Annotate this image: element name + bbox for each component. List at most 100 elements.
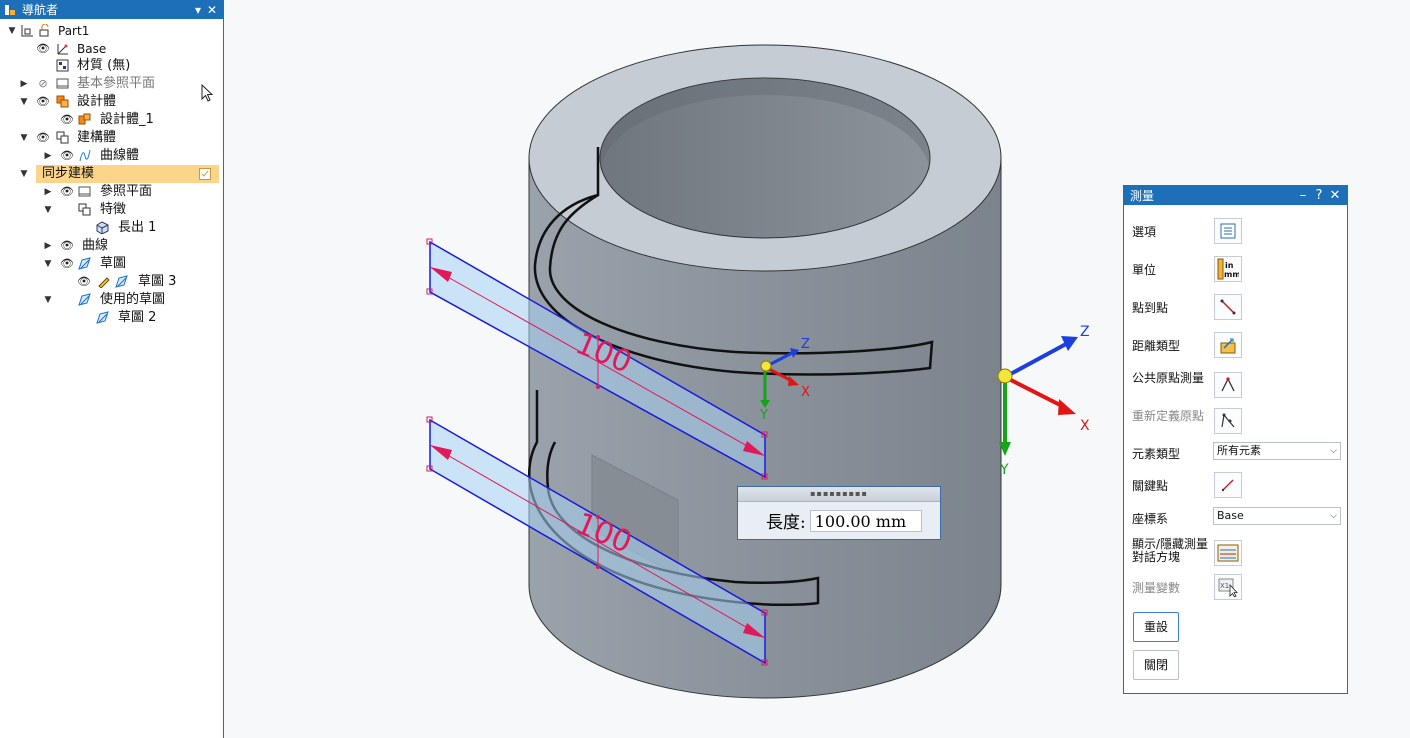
measure-variables-button[interactable]: X1 [1214, 574, 1242, 600]
redefine-origin-button[interactable] [1214, 408, 1242, 434]
eye-icon[interactable]: 👁 [36, 42, 50, 55]
tree-item-material[interactable]: 材質 (無) [0, 57, 219, 75]
key-point-button[interactable] [1214, 472, 1242, 498]
tree-item-sketches[interactable]: ▼ 👁 草圖 [0, 255, 219, 273]
chevron-down-icon: ⌵ [1330, 446, 1337, 456]
options-button[interactable] [1214, 218, 1242, 244]
expand-icon[interactable]: ▶ [20, 79, 28, 89]
eye-icon[interactable]: 👁 [60, 185, 74, 198]
tree-item-sync-modeling-row[interactable]: ▼ [0, 165, 219, 183]
key-point-icon [1221, 479, 1234, 492]
minimize-icon[interactable]: – [1299, 188, 1307, 203]
tree-item-base-planes[interactable]: ▶ ⊘ 基本參照平面 [0, 75, 219, 93]
common-origin-icon [1221, 377, 1235, 392]
expand-icon[interactable]: ▶ [44, 151, 52, 161]
show-hide-button[interactable] [1214, 540, 1242, 566]
tree-item-label: 基本參照平面 [77, 76, 156, 91]
pencil-icon [98, 277, 110, 288]
close-icon[interactable]: ✕ [206, 2, 218, 17]
close-button[interactable]: 關閉 [1133, 650, 1179, 680]
model-graphics: 100 100 Z X Y Z X Y [426, 44, 1090, 699]
svg-text:Z: Z [801, 337, 810, 352]
dropdown-icon[interactable]: ▾ [194, 2, 202, 17]
curve-icon [79, 149, 91, 162]
navigator-icon [4, 4, 16, 16]
eye-icon[interactable]: 👁 [60, 149, 74, 162]
large-axis-triad: Z X Y [997, 324, 1090, 478]
tree-item-used-sketches[interactable]: ▼ 使用的草圖 [0, 291, 219, 309]
eye-icon[interactable]: 👁 [36, 131, 50, 144]
tree-item-label: 設計體_1 [100, 112, 154, 127]
tree-item-sketch-2[interactable]: 草圖 2 [0, 309, 219, 327]
collapse-icon[interactable]: ▼ [20, 169, 28, 179]
redefine-origin-icon [1221, 413, 1235, 428]
distance-type-button[interactable] [1214, 332, 1242, 358]
tree-item-label: Part1 [58, 24, 90, 38]
collapse-icon[interactable]: ▼ [44, 259, 52, 269]
collapse-icon[interactable]: ▼ [44, 205, 52, 215]
collapse-icon[interactable]: ▼ [20, 133, 28, 143]
eye-icon[interactable]: 👁 [60, 239, 74, 252]
graphics-viewport[interactable]: 100 100 Z X Y Z X Y [225, 0, 1410, 738]
element-type-select[interactable]: 所有元素 ⌵ [1213, 442, 1341, 460]
plane-icon [56, 78, 69, 89]
tree-item-sketch-3[interactable]: 👁 草圖 3 [0, 273, 219, 291]
show-hide-icon [1217, 544, 1239, 562]
common-origin-label: 公共原點測量 [1132, 371, 1205, 385]
expand-icon[interactable]: ▶ [44, 187, 52, 197]
tree-item-construction-bodies[interactable]: ▼ 👁 建構體 [0, 129, 219, 147]
construction-icon [56, 131, 69, 144]
tree-item-label: 草圖 [100, 256, 127, 271]
svg-text:Y: Y [999, 462, 1009, 478]
tree-item-label: 特徵 [100, 202, 127, 217]
tree-item-label: 參照平面 [100, 184, 153, 199]
coord-system-value: Base [1217, 509, 1244, 522]
tree-item-curve-body[interactable]: ▶ 👁 曲線體 [0, 147, 219, 165]
close-icon[interactable]: ✕ [1329, 188, 1341, 203]
redefine-origin-label: 重新定義原點 [1132, 409, 1205, 423]
svg-text:Y: Y [759, 408, 768, 423]
tree-item-design-bodies[interactable]: ▼ 👁 設計體 [0, 93, 219, 111]
coord-system-select[interactable]: Base ⌵ [1213, 507, 1341, 525]
hole-inner-wall [600, 78, 930, 175]
cylinder-hole [599, 77, 931, 239]
eye-icon[interactable]: 👁 [77, 275, 91, 288]
sketch-icon [78, 293, 91, 306]
expand-icon[interactable]: ▶ [44, 241, 52, 251]
collapse-icon[interactable]: ▼ [44, 295, 52, 305]
measure-title: 測量 [1130, 189, 1155, 203]
option-icon[interactable] [199, 168, 211, 180]
eye-hidden-icon[interactable]: ⊘ [38, 77, 48, 90]
tree-item-ref-planes[interactable]: ▶ 👁 參照平面 [0, 183, 219, 201]
length-label: 長度: [766, 513, 806, 533]
eye-icon[interactable]: 👁 [36, 95, 50, 108]
tree-item-features[interactable]: ▼ 特徵 [0, 201, 219, 219]
collapse-icon[interactable]: ▼ [20, 97, 28, 107]
tree-item-sync-modeling[interactable]: 同步建模 [36, 165, 219, 183]
distance-type-icon [1220, 338, 1236, 354]
tree-item-label: 建構體 [77, 130, 117, 145]
help-icon[interactable]: ? [1315, 188, 1323, 203]
eye-icon[interactable]: 👁 [60, 113, 74, 126]
tree-item-label: 使用的草圖 [100, 292, 166, 307]
extrude-icon [96, 221, 109, 234]
show-hide-label: 顯示/隱藏測量對話方塊 [1132, 537, 1209, 564]
chevron-down-icon: ⌵ [1330, 511, 1337, 521]
units-label: 單位 [1132, 263, 1157, 277]
tree-item-base[interactable]: 👁 Base [0, 40, 219, 58]
tree-item-part1[interactable]: ▼ Part1 [0, 22, 219, 40]
tree-item-curves[interactable]: ▶ 👁 曲線 [0, 237, 219, 255]
collapse-icon[interactable]: ▼ [8, 26, 16, 36]
reset-button[interactable]: 重設 [1133, 612, 1179, 642]
svg-text:X: X [1080, 418, 1090, 434]
point-to-point-button[interactable] [1214, 294, 1242, 320]
eye-icon[interactable]: 👁 [60, 257, 74, 270]
measure-header: 測量 – ? ✕ [1124, 186, 1347, 205]
common-origin-button[interactable] [1214, 372, 1242, 398]
length-value-field[interactable]: 100.00 mm [809, 509, 922, 532]
tree-item-design-body-1[interactable]: 👁 設計體_1 [0, 111, 219, 129]
drag-handle[interactable]: ▪▪▪▪▪▪▪▪▪ [738, 487, 940, 502]
tree-item-extrude-1[interactable]: 長出 1 [0, 219, 219, 237]
